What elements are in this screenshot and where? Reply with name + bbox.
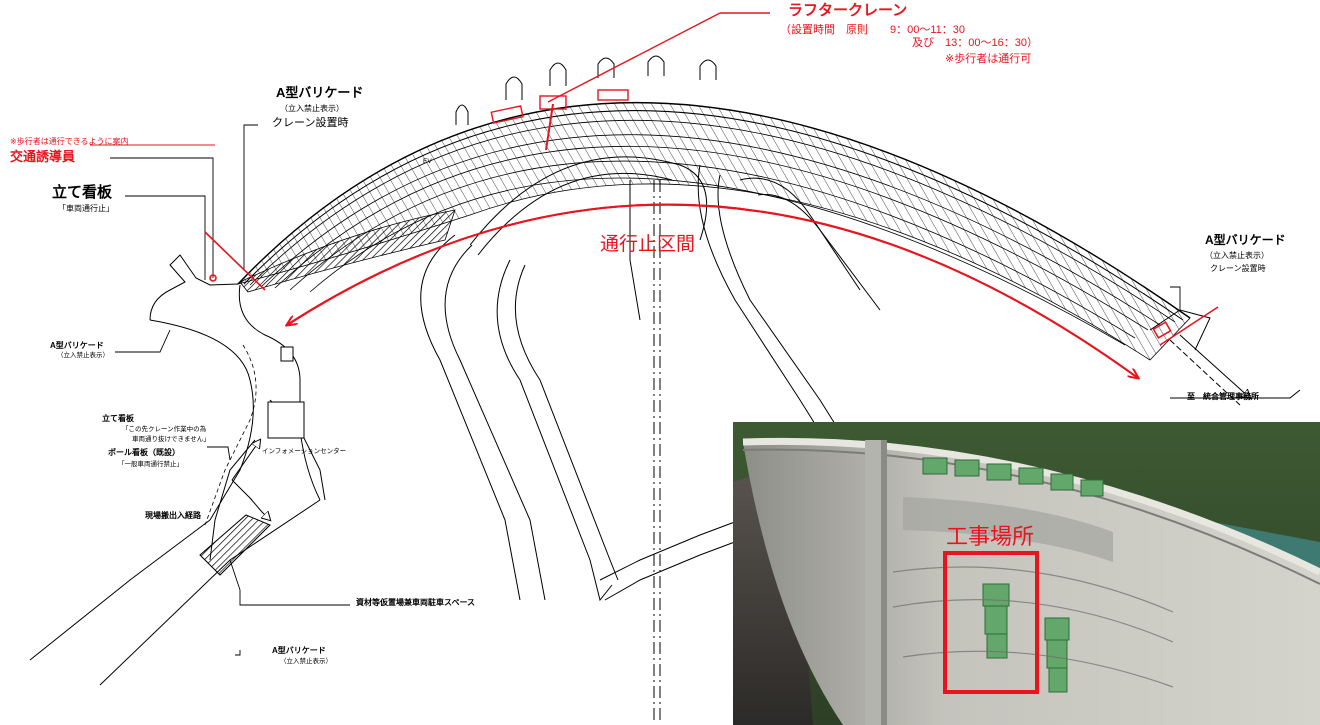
dam-stair-band-left: [239, 209, 456, 293]
left-road-dashed: [204, 344, 257, 526]
stand-sign2-sub2: 車両通り抜けできません」: [132, 436, 210, 443]
stand-sign-sub: 「車両通行止」: [58, 204, 114, 213]
pole-sign-sub: 「一般車両通行禁止」: [118, 461, 183, 468]
dam-photo-inset: 工事場所: [733, 422, 1320, 725]
upstream-left-outline: [149, 254, 239, 321]
road-lines: [420, 156, 891, 620]
stand-sign2-title: 立て看板: [102, 414, 134, 423]
barricade-right-sub1: （立入禁止表示）: [1205, 251, 1269, 260]
crest-gate-valves: [922, 457, 1104, 497]
barricade-top-sub1: （立入禁止表示）: [280, 104, 344, 113]
material-space: [199, 514, 271, 576]
barricade-bottom-title: A型バリケード: [272, 646, 326, 655]
leader-lines: [110, 124, 1181, 656]
ev-label: EV: [423, 158, 432, 165]
crane-time-line1: （設置時間 原則 9：00～11：30: [780, 24, 966, 36]
pole-sign-title: ポール看板（既設）: [108, 448, 180, 457]
work-site-box: [943, 551, 1039, 694]
crane-pedestrian-note: ※歩行者は通行可: [945, 53, 1032, 65]
stand-sign-title: 立て看板: [52, 184, 113, 201]
closed-section-label: 通行止区間: [600, 234, 696, 255]
material-space-label: 資材等仮置場兼車両駐車スペース: [356, 598, 476, 607]
guide-note: ※歩行者は通行できるように案内: [10, 137, 129, 146]
crest-gates: [455, 55, 717, 125]
center-dashed-line: [653, 180, 661, 720]
barricade-top-sub2: クレーン設置時: [272, 117, 349, 129]
route-arrows: [231, 440, 270, 520]
right-abutment: [1149, 309, 1301, 406]
work-site-valves: [982, 583, 1070, 693]
barricade-bottom-sub: （立入禁止表示）: [280, 658, 332, 665]
guide-title: 交通誘導員: [10, 149, 76, 164]
crane-title: ラフタークレーン: [788, 2, 908, 19]
crane-time-line2: 及び 13：00～16：30）: [912, 37, 1038, 49]
information-center: [267, 346, 305, 439]
spillway-gallery: [903, 497, 1113, 562]
work-site-label: 工事場所: [946, 524, 1035, 549]
route-label: 現場搬出入経路: [145, 511, 201, 520]
stand-sign2-sub1: 「この先クレーン作業中の為: [122, 426, 207, 433]
red-annotations: [204, 12, 1219, 378]
barricade-left-title: A型バリケード: [50, 341, 104, 350]
barricade-right-title: A型バリケード: [1205, 233, 1286, 247]
to-office-label: 至 統合管理事務所: [1187, 392, 1259, 401]
crane-symbols: [490, 12, 721, 151]
info-center-label: インフォメーションセンター: [262, 448, 347, 455]
barricade-right-sub2: クレーン設置時: [1210, 264, 1266, 273]
barricade-top-title: A型バリケード: [276, 85, 364, 100]
dam-photo-illustration: [733, 422, 1320, 725]
barricade-left-sub: （立入禁止表示）: [57, 352, 109, 359]
